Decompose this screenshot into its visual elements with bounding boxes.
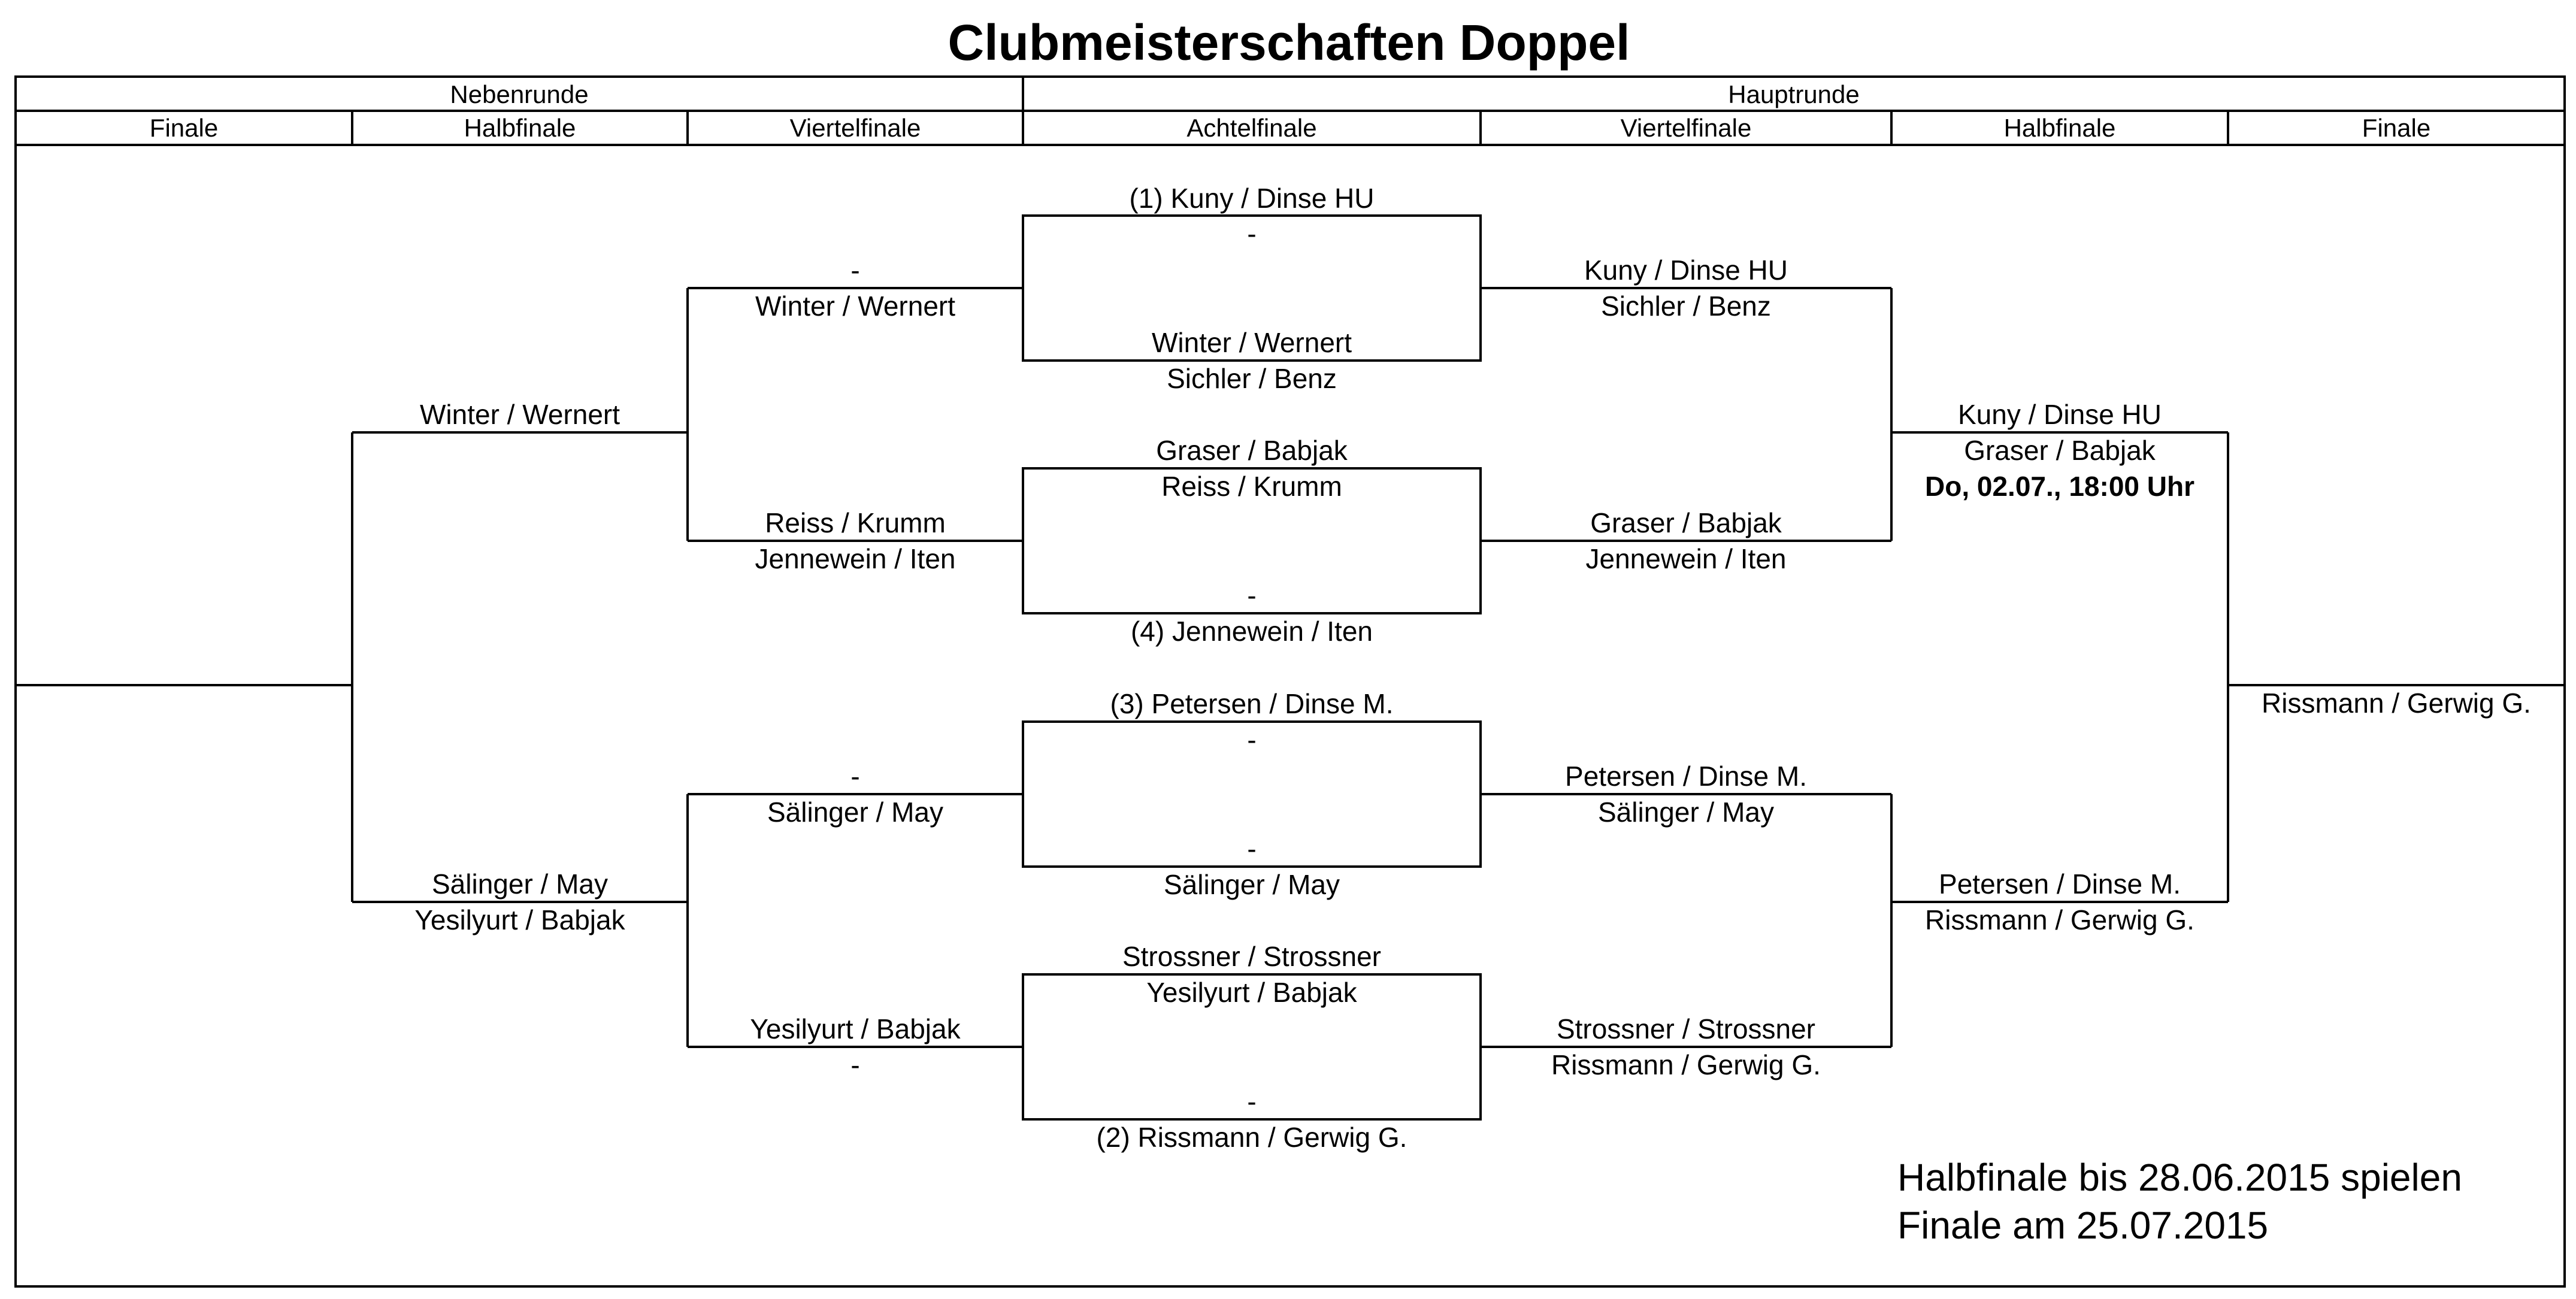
column-nebenrunde-finale: Finale <box>150 114 218 142</box>
achtelfinale-3-score2: - <box>1247 833 1256 864</box>
column-hauptrunde-viertelfinale: Viertelfinale <box>1621 114 1752 142</box>
neben-viertelfinale-3-loser: Sälinger / May <box>767 797 943 828</box>
achtelfinale-1-loser: Sichler / Benz <box>1167 363 1337 394</box>
finale-result: Rissmann / Gerwig G. <box>2262 688 2531 719</box>
achtelfinale-3-bottom: Sälinger / May <box>1164 869 1340 900</box>
halbfinale-1-winner: Kuny / Dinse HU <box>1958 399 2162 430</box>
halbfinale-2-loser: Rissmann / Gerwig G. <box>1925 904 2194 935</box>
neben-viertelfinale-4-winner: Yesilyurt / Babjak <box>750 1013 961 1044</box>
viertelfinale-1-loser: Sichler / Benz <box>1601 290 1771 322</box>
bracket-lines <box>16 214 2565 1121</box>
viertelfinale-2-loser: Jennewein / Iten <box>1585 543 1786 574</box>
achtelfinale-1-top: (1) Kuny / Dinse HU <box>1129 183 1374 214</box>
neben-viertelfinale-2-winner: Reiss / Krumm <box>765 507 946 538</box>
viertelfinale-3-loser: Sälinger / May <box>1598 797 1774 828</box>
viertelfinale-1-winner: Kuny / Dinse HU <box>1584 255 1788 286</box>
group-nebenrunde: Nebenrunde <box>450 80 588 108</box>
viertelfinale-4-loser: Rissmann / Gerwig G. <box>1551 1049 1821 1080</box>
note-halbfinale-deadline: Halbfinale bis 28.06.2015 spielen <box>1897 1156 2462 1199</box>
neben-halbfinale-2-winner: Sälinger / May <box>432 868 608 900</box>
halbfinale-1-date: Do, 02.07., 18:00 Uhr <box>1925 471 2194 502</box>
column-achtelfinale: Achtelfinale <box>1186 114 1316 142</box>
halbfinale-2-winner: Petersen / Dinse M. <box>1939 868 2181 900</box>
achtelfinale-3-top: (3) Petersen / Dinse M. <box>1110 688 1394 719</box>
achtelfinale-2-score2: - <box>1247 580 1256 611</box>
note-finale-date: Finale am 25.07.2015 <box>1897 1204 2268 1247</box>
achtelfinale-2-bottom: (4) Jennewein / Iten <box>1131 616 1373 647</box>
neben-halbfinale-2-loser: Yesilyurt / Babjak <box>414 904 625 935</box>
viertelfinale-2-winner: Graser / Babjak <box>1590 507 1782 538</box>
achtelfinale-2-score: Reiss / Krumm <box>1161 471 1342 502</box>
group-hauptrunde: Hauptrunde <box>1728 80 1860 108</box>
page-title: Clubmeisterschaften Doppel <box>948 14 1630 71</box>
neben-viertelfinale-1-loser: Winter / Wernert <box>755 290 955 322</box>
column-hauptrunde-halbfinale: Halbfinale <box>2004 114 2116 142</box>
neben-viertelfinale-1-winner: - <box>850 255 859 286</box>
column-nebenrunde-halbfinale: Halbfinale <box>464 114 576 142</box>
achtelfinale-3-score: - <box>1247 724 1256 755</box>
achtelfinale-4-score2: - <box>1247 1086 1256 1117</box>
viertelfinale-3-winner: Petersen / Dinse M. <box>1565 761 1807 792</box>
achtelfinale-4-bottom: (2) Rissmann / Gerwig G. <box>1097 1122 1407 1153</box>
neben-viertelfinale-2-loser: Jennewein / Iten <box>755 543 955 574</box>
column-nebenrunde-viertelfinale: Viertelfinale <box>790 114 921 142</box>
achtelfinale-1-bottom: Winter / Wernert <box>1152 327 1352 358</box>
neben-viertelfinale-4-loser: - <box>850 1049 859 1080</box>
neben-halbfinale-1-winner: Winter / Wernert <box>420 399 620 430</box>
achtelfinale-4-score: Yesilyurt / Babjak <box>1146 977 1357 1008</box>
neben-viertelfinale-3-winner: - <box>850 761 859 792</box>
achtelfinale-1-score: - <box>1247 218 1256 249</box>
halbfinale-1-loser: Graser / Babjak <box>1964 435 2156 466</box>
column-hauptrunde-finale: Finale <box>2362 114 2430 142</box>
viertelfinale-4-winner: Strossner / Strossner <box>1557 1013 1815 1044</box>
achtelfinale-4-top: Strossner / Strossner <box>1122 941 1381 972</box>
header-grid <box>14 75 2566 1288</box>
achtelfinale-2-top: Graser / Babjak <box>1156 435 1348 466</box>
